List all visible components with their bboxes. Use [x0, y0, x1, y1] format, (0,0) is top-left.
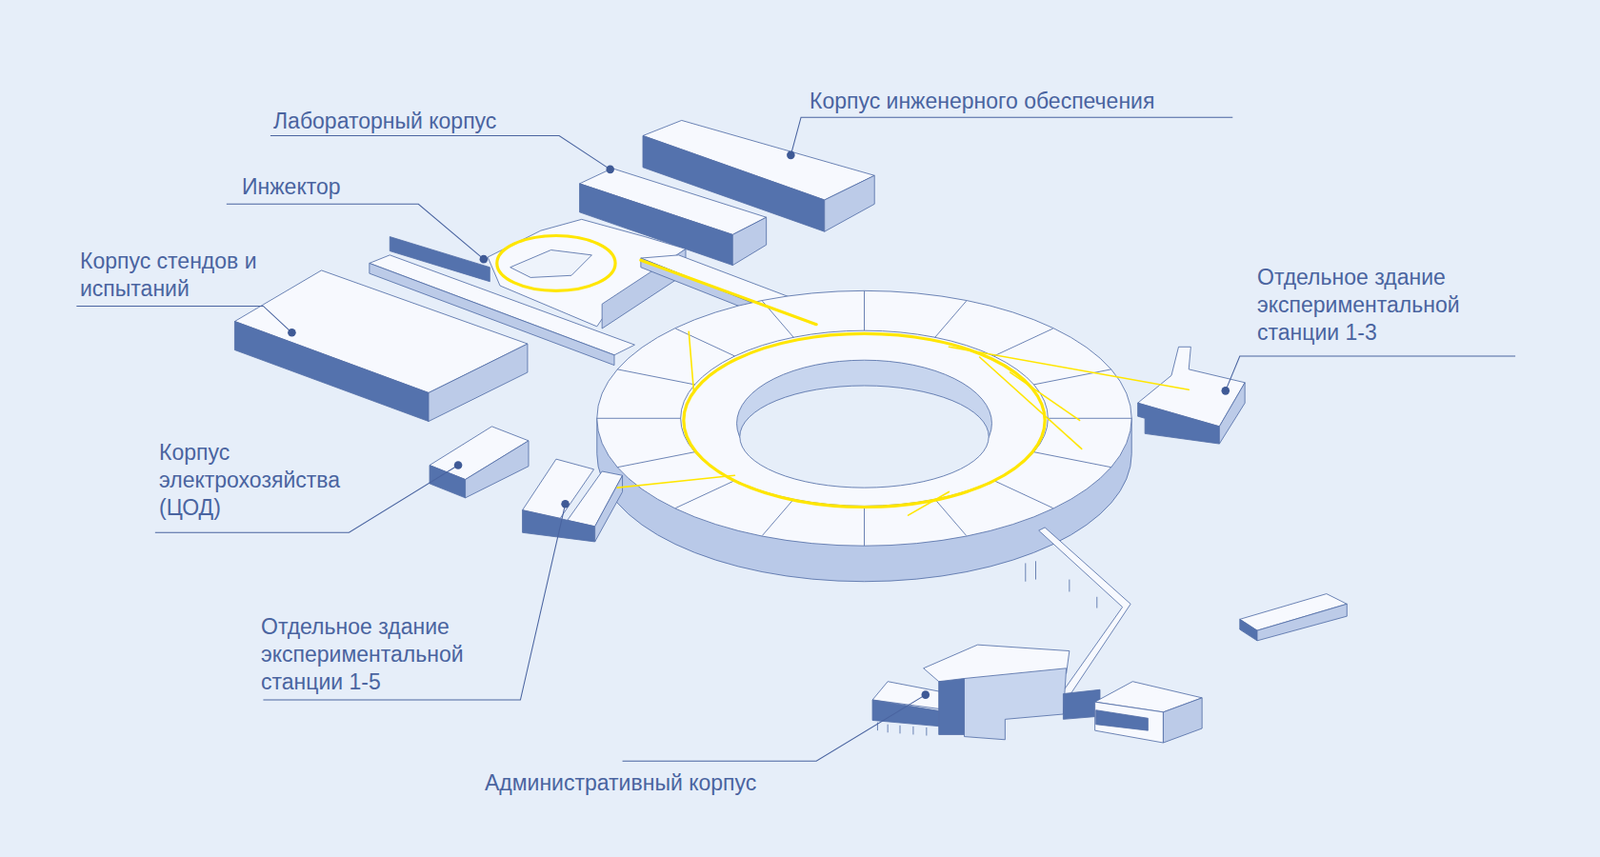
storage-ring-beam — [683, 333, 1045, 507]
leader-line — [622, 695, 926, 762]
segment-line — [863, 290, 865, 331]
leader-dot — [560, 500, 570, 509]
beamline — [688, 331, 694, 393]
leader-dot — [1221, 386, 1231, 396]
leader-dot — [454, 460, 463, 470]
segment-line — [1033, 369, 1111, 385]
leader-line — [226, 203, 484, 260]
building-side — [465, 440, 529, 499]
booster-ring — [497, 236, 616, 292]
building-label: Инжектор — [241, 173, 341, 201]
building-label: Корпус стендов и испытаний — [80, 247, 271, 303]
gallery-post — [1035, 560, 1037, 580]
segment-line — [1033, 452, 1111, 468]
building-top — [510, 250, 593, 279]
segment-line — [675, 480, 735, 509]
building-facade — [964, 668, 1067, 740]
building-side — [595, 475, 623, 542]
segment-line — [617, 452, 695, 468]
beamline — [1010, 372, 1080, 420]
leader-line — [270, 136, 611, 170]
leader-line — [76, 305, 292, 333]
leader-line — [1225, 356, 1516, 391]
building-side — [1162, 698, 1202, 743]
building-side — [1219, 382, 1245, 444]
building-side — [872, 700, 941, 727]
ring-hole — [740, 385, 989, 488]
segment-line — [617, 369, 695, 385]
building-side — [1240, 619, 1258, 641]
building-side — [389, 237, 490, 282]
building-label: Отдельное здание экспериментальной станц… — [1257, 263, 1515, 347]
gallery-post — [1024, 562, 1026, 581]
beamline — [908, 491, 950, 516]
building-side — [732, 217, 766, 265]
building-side — [522, 510, 596, 542]
leader-dot — [921, 690, 931, 700]
leader-dot — [287, 328, 297, 338]
building-side — [1138, 402, 1220, 444]
segment-line — [675, 328, 735, 357]
building-side — [1095, 701, 1164, 743]
segment-line — [934, 499, 966, 537]
buildings — [234, 120, 1347, 743]
segment-line — [994, 328, 1054, 357]
gallery-post — [1096, 597, 1098, 609]
admin-post — [887, 724, 889, 734]
leader-line — [790, 117, 1233, 156]
building-side — [1257, 603, 1347, 641]
building-side — [824, 175, 876, 232]
segment-line — [994, 480, 1054, 509]
admin-post — [925, 727, 927, 737]
segment-line — [934, 300, 966, 339]
segment-line — [597, 418, 681, 420]
building-label: Лабораторный корпус — [273, 107, 497, 136]
leader-dot — [786, 151, 796, 160]
building-side — [429, 465, 466, 499]
admin-post — [900, 725, 901, 735]
transfer-beam — [640, 260, 817, 325]
ring-roof — [597, 290, 1132, 546]
leaders — [76, 117, 1516, 761]
building-label: Корпус электрохозяйства (ЦОД) — [159, 439, 374, 522]
building-side — [428, 343, 528, 421]
gallery-post — [1068, 580, 1070, 593]
building-label: Корпус инженерного обеспечения — [809, 87, 1155, 116]
beam-lines — [497, 236, 1189, 517]
segment-line — [863, 505, 865, 546]
building-side — [234, 321, 429, 422]
ring-segments — [597, 290, 1132, 546]
beamline — [980, 357, 1082, 449]
building-label: Административный корпус — [484, 769, 757, 798]
building-side — [939, 679, 965, 736]
admin-post — [912, 726, 914, 736]
building-label: Отдельное здание экспериментальной станц… — [260, 613, 519, 697]
leader-dot — [480, 255, 489, 264]
leader-dot — [605, 165, 615, 175]
segment-line — [761, 499, 794, 537]
beamline — [617, 475, 735, 488]
segment-line — [1047, 418, 1132, 420]
building-facade — [1096, 710, 1149, 731]
beamline — [948, 346, 1189, 390]
